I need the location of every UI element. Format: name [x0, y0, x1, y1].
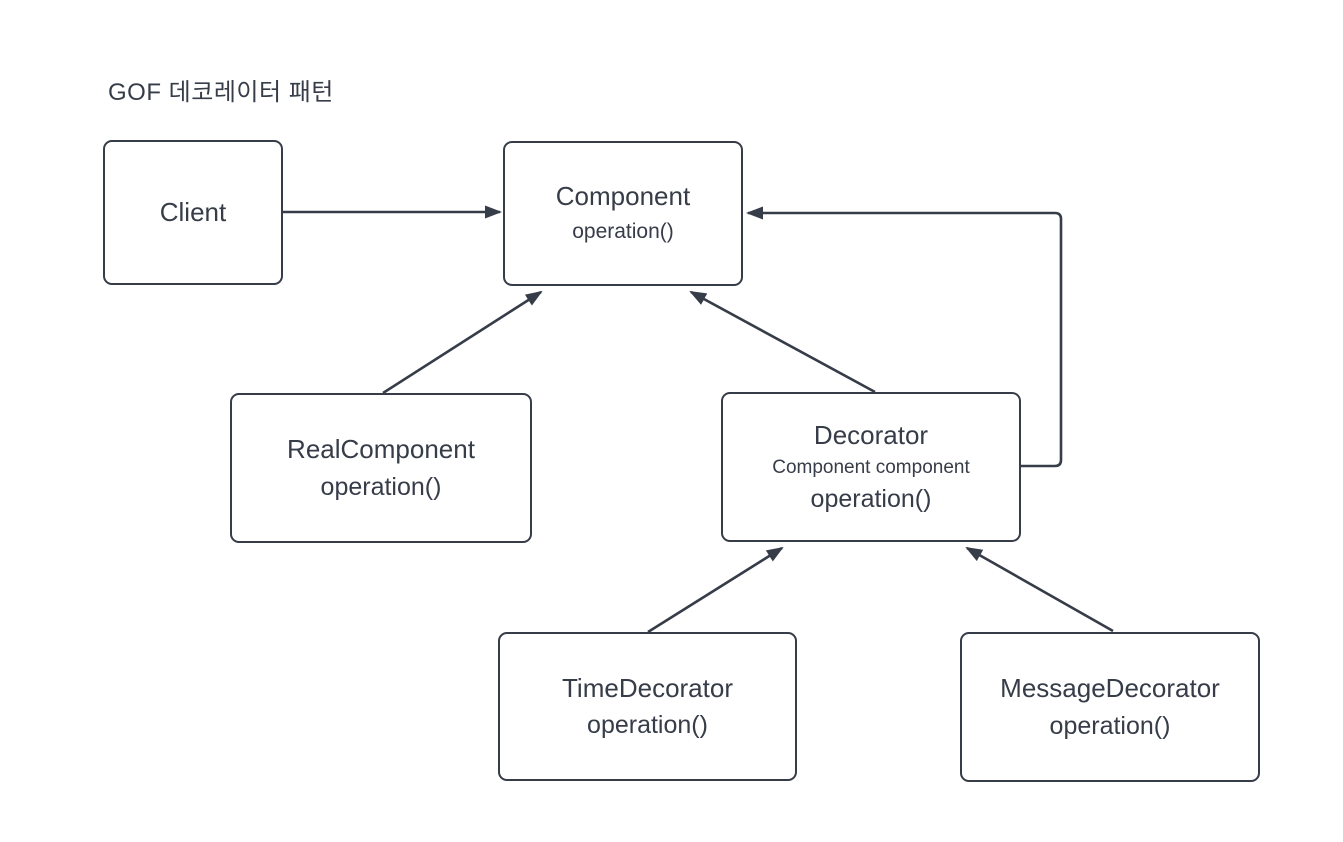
class-name-client: Client — [159, 196, 227, 227]
class-box-realcomponent: RealComponent operation() — [230, 393, 532, 543]
class-name-timedecorator: TimeDecorator — [562, 672, 733, 703]
edge-timedecorator-to-decorator — [647, 546, 784, 634]
edge-realcomponent-to-component — [382, 290, 543, 395]
edge-messagedecorator-to-decorator — [965, 546, 1114, 633]
class-name-decorator: Decorator — [813, 420, 929, 451]
diagram-title: GOF 데코레이터 패턴 — [108, 79, 334, 106]
class-method-component: operation() — [572, 220, 674, 244]
class-box-messagedecorator: MessageDecorator operation() — [960, 632, 1260, 782]
class-field-decorator: Component component — [772, 456, 970, 478]
class-method-realcomponent: operation() — [320, 472, 442, 501]
class-method-timedecorator: operation() — [587, 711, 708, 740]
class-name-component: Component — [555, 181, 691, 212]
class-box-decorator: Decorator Component component operation(… — [721, 392, 1021, 542]
class-method-messagedecorator: operation() — [1049, 711, 1171, 740]
class-name-messagedecorator: MessageDecorator — [1000, 673, 1220, 704]
class-method-decorator: operation() — [810, 484, 932, 513]
class-name-realcomponent: RealComponent — [287, 434, 475, 465]
class-box-component: Component operation() — [503, 141, 743, 286]
edge-decorator-to-component — [689, 290, 876, 394]
class-box-timedecorator: TimeDecorator operation() — [498, 632, 797, 781]
class-box-client: Client — [103, 140, 283, 285]
